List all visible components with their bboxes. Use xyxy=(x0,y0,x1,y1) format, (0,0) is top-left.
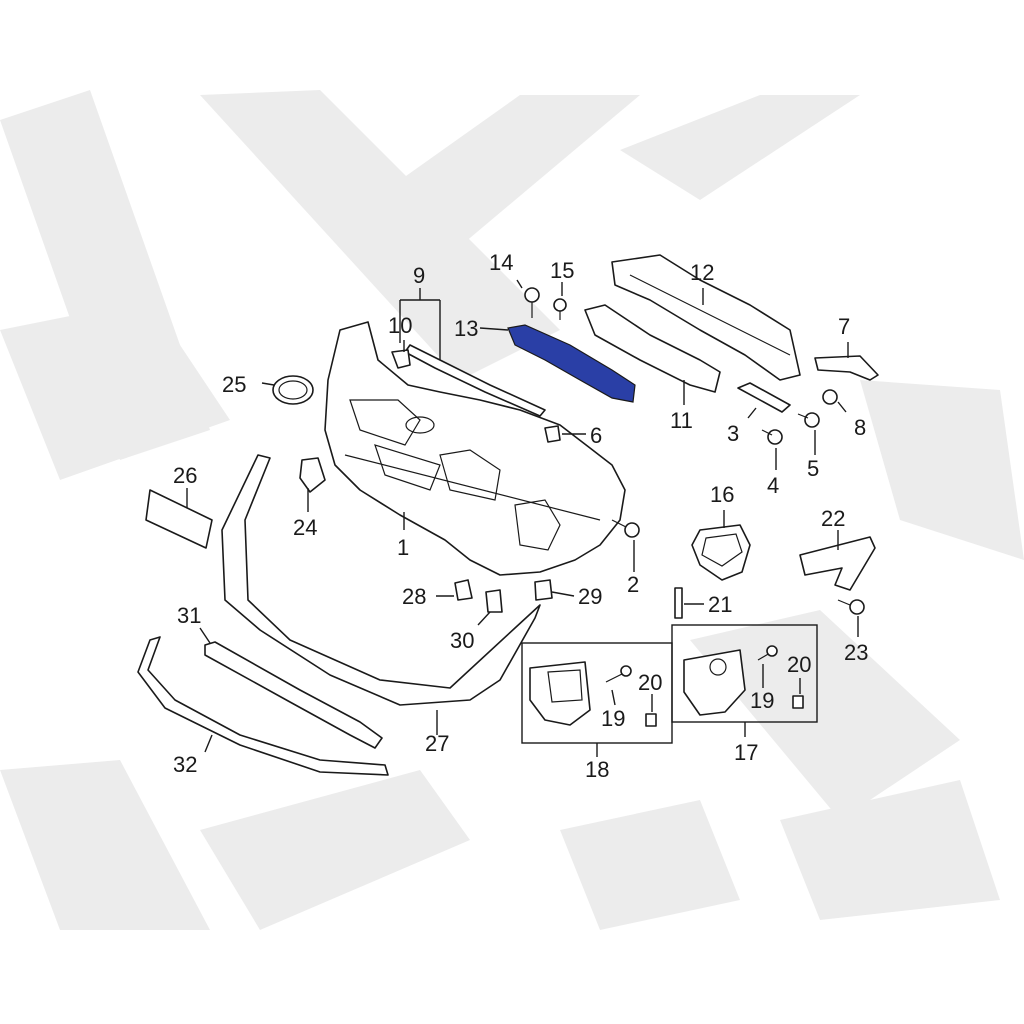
callout-4[interactable]: 4 xyxy=(767,473,779,498)
bracket-part-3[interactable] xyxy=(737,382,791,413)
callout-29[interactable]: 29 xyxy=(578,584,602,609)
absorber-part[interactable] xyxy=(584,304,721,393)
callout-10[interactable]: 10 xyxy=(388,313,412,338)
callout-14[interactable]: 14 xyxy=(489,250,513,275)
callout-8[interactable]: 8 xyxy=(854,415,866,440)
fastener-5[interactable] xyxy=(797,412,820,428)
callout-23[interactable]: 23 xyxy=(844,640,868,665)
fastener-14[interactable] xyxy=(524,287,540,318)
upper-molding-part[interactable] xyxy=(404,344,546,417)
watermark xyxy=(0,90,1024,930)
bumper-cover-part[interactable] xyxy=(324,321,626,576)
callout-11[interactable]: 11 xyxy=(670,408,693,433)
fastener-15[interactable] xyxy=(553,298,567,320)
highlighted-bracket-part[interactable] xyxy=(507,324,636,403)
callout-15[interactable]: 15 xyxy=(550,258,574,283)
lower-lip-part[interactable] xyxy=(137,636,389,776)
clip-part-10[interactable] xyxy=(391,349,411,369)
callout-13[interactable]: 13 xyxy=(454,316,478,341)
callout-26[interactable]: 26 xyxy=(173,463,197,488)
lower-bumper-part[interactable] xyxy=(221,454,541,706)
callout-19a[interactable]: 19 xyxy=(601,706,625,731)
bracket-part-24[interactable] xyxy=(299,457,326,493)
callout-19b[interactable]: 19 xyxy=(750,688,774,713)
clip-part-6[interactable] xyxy=(544,425,561,443)
clip-part-28[interactable] xyxy=(454,579,473,601)
fastener-2[interactable] xyxy=(611,519,640,538)
fastener-4[interactable] xyxy=(761,429,783,445)
callout-12[interactable]: 12 xyxy=(690,260,714,285)
callout-22[interactable]: 22 xyxy=(821,506,845,531)
callout-21[interactable]: 21 xyxy=(708,592,732,617)
callout-1[interactable]: 1 xyxy=(397,535,409,560)
callout-5[interactable]: 5 xyxy=(807,456,819,481)
callout-6[interactable]: 6 xyxy=(590,423,602,448)
strip-part-21[interactable] xyxy=(674,587,683,619)
callout-25[interactable]: 25 xyxy=(222,372,246,397)
clip-part-29[interactable] xyxy=(534,579,553,601)
callout-16[interactable]: 16 xyxy=(710,482,734,507)
callout-17[interactable]: 17 xyxy=(734,740,758,765)
clip-part-30[interactable] xyxy=(485,589,503,613)
callout-31[interactable]: 31 xyxy=(177,603,201,628)
callout-3[interactable]: 3 xyxy=(727,421,739,446)
callout-2[interactable]: 2 xyxy=(627,572,639,597)
callout-32[interactable]: 32 xyxy=(173,752,197,777)
license-bracket-part[interactable] xyxy=(145,489,213,549)
fastener-8[interactable] xyxy=(822,389,838,405)
callout-30[interactable]: 30 xyxy=(450,628,474,653)
assembly-box-17 xyxy=(671,624,818,723)
callout-24[interactable]: 24 xyxy=(293,515,317,540)
leader-lines xyxy=(186,279,859,757)
callout-20b[interactable]: 20 xyxy=(787,652,811,677)
callout-labels: 1 2 3 4 5 6 7 8 9 10 11 12 13 14 15 16 1… xyxy=(173,250,868,782)
lower-grille-part[interactable] xyxy=(204,641,383,749)
callout-28[interactable]: 28 xyxy=(402,584,426,609)
callout-9[interactable]: 9 xyxy=(413,263,425,288)
side-bracket-part[interactable] xyxy=(814,355,879,381)
callout-18[interactable]: 18 xyxy=(585,757,609,782)
reinforcement-part[interactable] xyxy=(611,254,801,381)
callout-20a[interactable]: 20 xyxy=(638,670,662,695)
side-bracket-part-22[interactable] xyxy=(799,536,876,591)
fastener-23[interactable] xyxy=(837,599,865,615)
fog-bezel-part-16[interactable] xyxy=(691,524,751,581)
callout-7[interactable]: 7 xyxy=(838,314,850,339)
callout-27[interactable]: 27 xyxy=(425,731,449,756)
emblem-part[interactable] xyxy=(272,375,314,405)
